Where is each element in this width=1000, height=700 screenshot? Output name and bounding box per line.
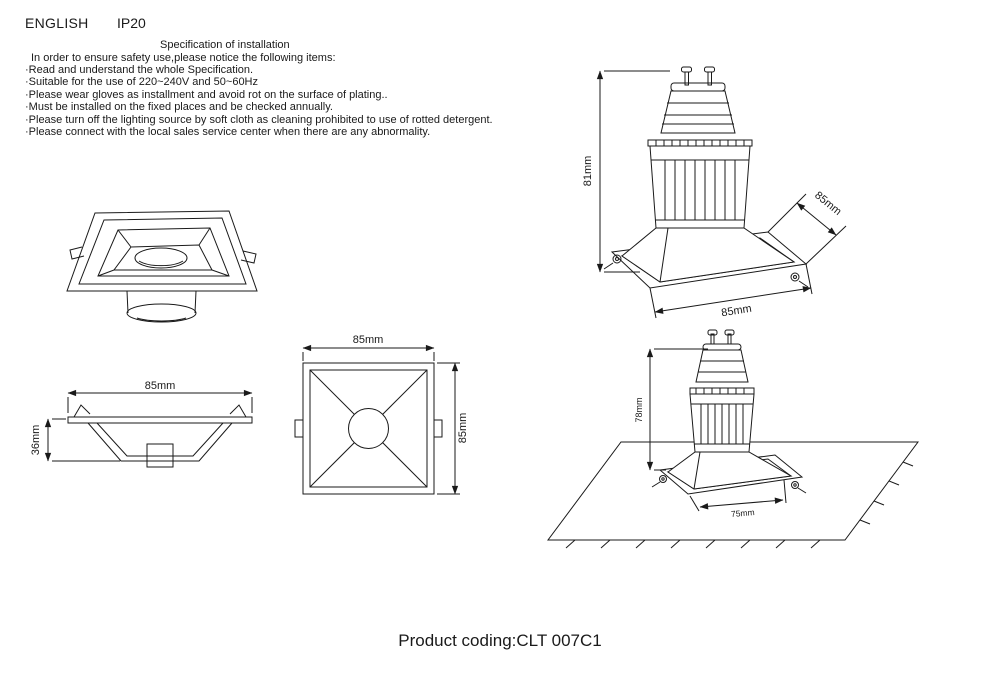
spring-clip-icon [651, 475, 667, 488]
drawing-assembly-view: 81mm 85mm 85mm [582, 66, 847, 320]
gu10-bulb [695, 343, 749, 383]
spring-clip-icon [69, 246, 85, 260]
spec-item: ·Please connect with the local sales ser… [25, 126, 431, 139]
spec-item: ·Read and understand the whole Specifica… [25, 64, 254, 76]
lamp-hole [134, 247, 188, 269]
dim-assembly-side: 85mm [812, 189, 843, 218]
drawing-install-view: 78mm 75mm [547, 329, 919, 549]
gu10-pins [707, 329, 735, 345]
ip-rating-label: IP20 [117, 15, 146, 31]
trim-base [651, 451, 807, 495]
spec-item: ·Please turn off the lighting source by … [25, 113, 493, 126]
dim-side-width: 85mm [145, 380, 176, 392]
dim-assembly-width: 85mm [720, 303, 752, 320]
spec-item: ·Please wear gloves as installment and a… [25, 88, 388, 101]
reflector-bowl [87, 422, 233, 462]
dim-side-height: 36mm [30, 425, 42, 456]
dim-assembly-height: 81mm [582, 156, 594, 187]
lamp-hole [348, 408, 389, 449]
drawing-side-view: 85mm 36mm [30, 380, 253, 468]
trim-base [603, 227, 809, 289]
heat-sink [689, 387, 755, 453]
gu10-pins [681, 66, 715, 86]
heat-sink [647, 139, 753, 229]
lamp-socket [146, 443, 174, 468]
spring-clip-icon [790, 272, 809, 288]
spec-title: Specification of installation [160, 39, 290, 51]
spring-clip-icon [791, 481, 807, 494]
product-coding: Product coding:CLT 007C1 [398, 631, 602, 650]
trim-flange [67, 416, 253, 424]
mounting-tab [433, 419, 443, 438]
spec-intro: In order to ensure safety use,please not… [31, 52, 336, 64]
spring-clip-icon [240, 250, 257, 264]
dim-front-height: 85mm [457, 413, 469, 444]
gu10-bulb [660, 82, 736, 134]
spring-clip-icon [229, 404, 247, 418]
drawing-perspective-view [66, 210, 258, 323]
board-hatching [565, 461, 914, 549]
spring-clip-icon [603, 254, 622, 270]
spec-notice-list: ·Read and understand the whole Specifica… [25, 64, 493, 138]
language-label: ENGLISH [25, 15, 89, 31]
spring-clip-icon [73, 404, 91, 418]
spec-item: ·Must be installed on the fixed places a… [25, 101, 333, 114]
dim-install-cutout: 75mm [731, 507, 755, 519]
drawing-front-view: 85mm 85mm [294, 334, 469, 495]
cylinder-bottom [126, 303, 197, 323]
dim-front-width: 85mm [353, 334, 384, 346]
dim-install-depth: 78mm [634, 397, 644, 422]
mounting-tab [294, 419, 304, 438]
spec-item: ·Suitable for the use of 220~240V and 50… [25, 76, 259, 89]
ceiling-board [547, 441, 919, 541]
